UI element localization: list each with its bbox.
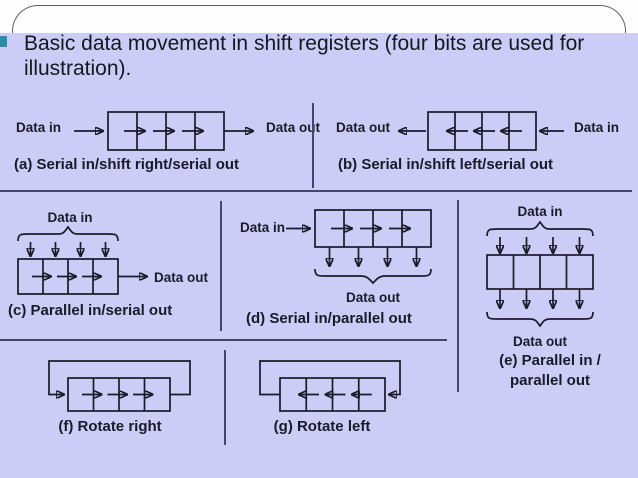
diagram-b-caption: (b) Serial in/shift left/serial out (338, 156, 554, 173)
rotate-right-register-graphic (48, 360, 191, 412)
parallel-in-register-graphic (17, 225, 220, 295)
diagram-e-caption-line2: parallel out (509, 372, 591, 389)
data-in-label: Data in (16, 120, 62, 135)
parallel-register-graphic (486, 220, 594, 328)
diagram-f-caption: (f) Rotate right (58, 418, 162, 435)
divider-c-d (220, 201, 222, 331)
shift-left-register-graphic (396, 111, 564, 151)
data-in-label: Data in (47, 210, 93, 225)
diagram-d-caption: (d) Serial in/parallel out (246, 310, 412, 327)
diagram-serial-in-shift-right: Data in Data out (a) Serial in/shift rig… (14, 108, 320, 180)
shift-right-register-graphic (74, 111, 258, 151)
diagram-serial-in-shift-left: Data out Data in (b) Serial in/shift lef… (326, 108, 636, 180)
rotate-left-register-graphic (259, 360, 401, 412)
divider-d-e (457, 200, 459, 392)
data-out-label: Data out (154, 270, 208, 285)
data-in-label: Data in (574, 120, 620, 135)
data-in-label: Data in (240, 220, 286, 235)
diagram-serial-in-parallel-out: Data in Data out (d) Serial in/parallel … (230, 206, 450, 332)
divider-f-g (224, 350, 226, 445)
data-out-label: Data out (266, 120, 320, 135)
data-out-label: Data out (346, 290, 400, 305)
diagram-rotate-right: (f) Rotate right (30, 352, 220, 444)
diagram-parallel-in-parallel-out: Data in Data out (e) Parallel in / paral… (462, 202, 638, 394)
diagram-c-caption: (c) Parallel in/serial out (8, 302, 173, 319)
data-in-label: Data in (517, 204, 563, 219)
title-bullet-icon (0, 36, 7, 47)
data-out-label: Data out (513, 334, 567, 349)
divider-row2-row3 (0, 339, 447, 342)
parallel-out-register-graphic (286, 209, 432, 285)
diagram-rotate-left: (g) Rotate left (240, 352, 430, 444)
diagram-e-caption-line1: (e) Parallel in / (499, 352, 601, 369)
data-out-label: Data out (336, 120, 390, 135)
diagram-a-caption: (a) Serial in/shift right/serial out (14, 156, 240, 173)
slide-title: Basic data movement in shift registers (… (24, 32, 585, 80)
divider-a-b (312, 103, 314, 188)
diagram-parallel-in-serial-out: Data in Data out (c) Parallel in/serial … (8, 206, 220, 324)
diagram-g-caption: (g) Rotate left (273, 418, 371, 435)
divider-row1-row2 (0, 190, 632, 193)
